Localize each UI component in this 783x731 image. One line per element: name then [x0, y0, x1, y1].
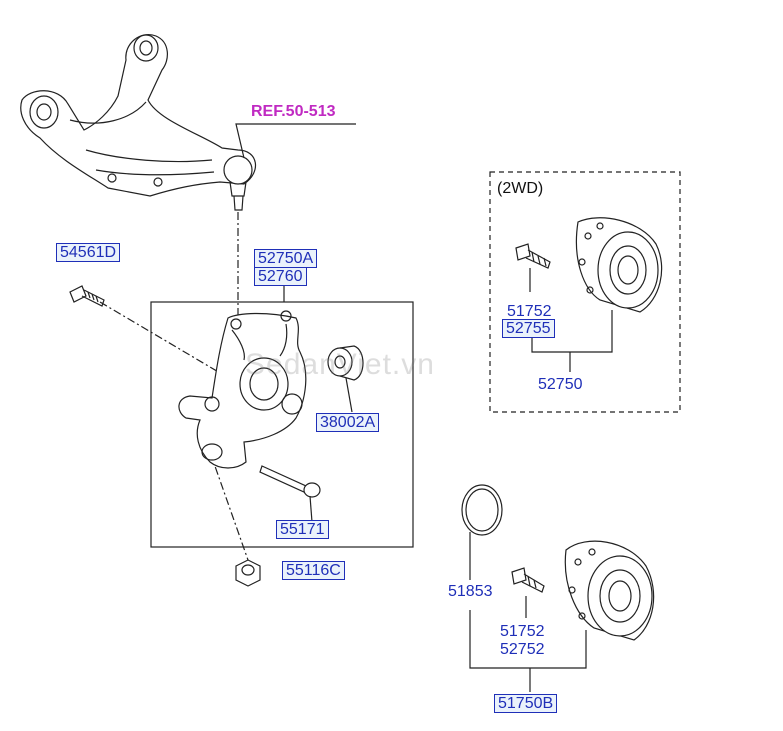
part-label-51750b[interactable]: 51750B — [494, 694, 558, 713]
lower-nut — [235, 559, 261, 587]
knuckle-group-frame — [150, 301, 414, 548]
hub-4wd — [564, 540, 655, 641]
snap-ring — [461, 484, 503, 580]
part-label-51752-2wd[interactable]: 51752 — [507, 303, 552, 320]
upper-control-arm — [20, 34, 256, 211]
variant-label: (2WD) — [497, 180, 544, 197]
part-label-52750a[interactable]: 52750A — [254, 249, 318, 268]
part-label-51853[interactable]: 51853 — [448, 583, 493, 600]
bushing — [327, 345, 364, 413]
hub-bolt-2wd — [515, 243, 551, 292]
pin-bolt — [259, 465, 321, 523]
hub-bolt-lower — [511, 567, 545, 618]
part-label-38002a[interactable]: 38002A — [316, 413, 380, 432]
part-label-52755[interactable]: 52755 — [502, 319, 555, 338]
hub-2wd — [575, 217, 663, 313]
upper-bolt — [69, 285, 105, 307]
part-label-52760[interactable]: 52760 — [254, 267, 307, 286]
2wd-frame — [489, 171, 681, 413]
part-label-51752[interactable]: 51752 — [500, 623, 545, 640]
part-label-55171[interactable]: 55171 — [276, 520, 329, 539]
part-label-54561d[interactable]: 54561D — [56, 243, 121, 262]
reference-label: REF.50-513 — [251, 103, 336, 120]
part-label-55116c[interactable]: 55116C — [282, 561, 345, 580]
watermark: SedanViet.vn — [245, 348, 435, 381]
part-label-52752[interactable]: 52752 — [500, 641, 545, 658]
part-label-52750[interactable]: 52750 — [538, 376, 583, 393]
steering-knuckle — [178, 310, 307, 469]
